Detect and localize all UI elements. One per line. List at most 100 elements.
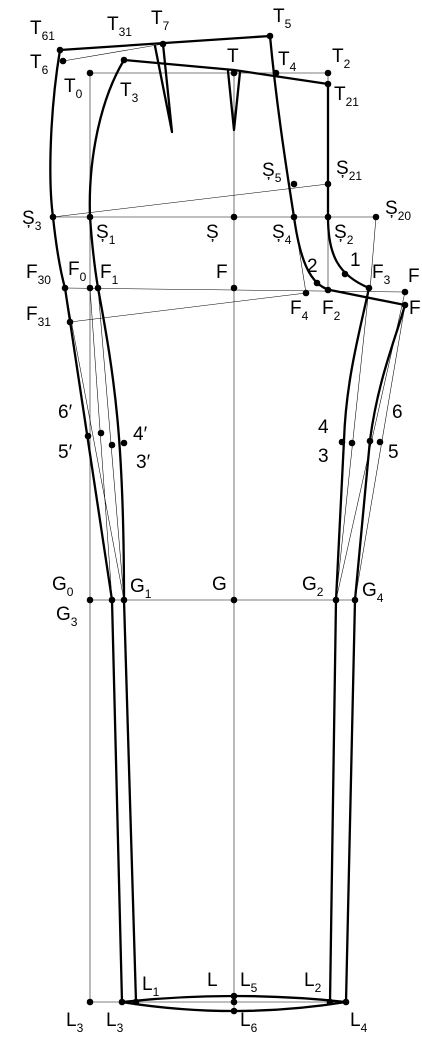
back-dart bbox=[153, 42, 174, 134]
point-g bbox=[230, 596, 238, 604]
label-g4: G4 bbox=[362, 580, 384, 605]
point-6-prime bbox=[97, 429, 105, 437]
label-t: T bbox=[227, 46, 239, 67]
back-side-seam bbox=[49, 48, 124, 1004]
point-3 bbox=[348, 439, 356, 447]
label-f3: F3 bbox=[372, 262, 391, 287]
label-l1: L1 bbox=[142, 974, 160, 999]
label-f1: F1 bbox=[100, 262, 119, 287]
label-s5: Ș5 bbox=[262, 160, 282, 185]
label-f4: F4 bbox=[290, 298, 309, 323]
point-t4 bbox=[272, 69, 280, 77]
label-f-right-upper: F bbox=[408, 266, 420, 287]
label-f2: F2 bbox=[322, 298, 341, 323]
label-4: 4 bbox=[318, 417, 329, 438]
label-g2: G2 bbox=[302, 574, 324, 599]
point-l4 bbox=[342, 998, 350, 1006]
label-6-prime: 6′ bbox=[58, 402, 73, 423]
guide-f31-slant bbox=[69, 292, 307, 323]
point-f1 bbox=[94, 284, 102, 292]
label-l3-left: L3 bbox=[66, 1010, 84, 1035]
label-4-prime: 4′ bbox=[133, 424, 148, 445]
point-t7 bbox=[159, 40, 167, 48]
label-t21: T21 bbox=[334, 84, 359, 109]
point-t0 bbox=[86, 69, 94, 77]
label-6: 6 bbox=[392, 402, 403, 423]
point-l3 bbox=[118, 998, 126, 1006]
point-t3 bbox=[120, 56, 128, 64]
label-3: 3 bbox=[318, 446, 329, 467]
label-s4: Ș4 bbox=[272, 222, 292, 247]
point-s5 bbox=[290, 180, 298, 188]
front-waist-line bbox=[122, 58, 330, 86]
point-labels: T61 T31 T7 T5 T6 T0 T3 T T4 T2 T21 Ș5 Ș2… bbox=[22, 6, 421, 1035]
label-g0: G0 bbox=[52, 574, 74, 599]
point-t bbox=[230, 69, 238, 77]
point-1 bbox=[341, 270, 349, 278]
point-6 bbox=[366, 437, 374, 445]
label-t7: T7 bbox=[151, 8, 170, 33]
point-s20 bbox=[372, 213, 380, 221]
label-t2: T2 bbox=[332, 46, 351, 71]
point-4 bbox=[338, 438, 346, 446]
point-f30 bbox=[61, 284, 69, 292]
point-f3 bbox=[365, 284, 373, 292]
front-side-seam bbox=[88, 58, 138, 1004]
label-g: G bbox=[212, 574, 227, 595]
label-g1: G1 bbox=[130, 576, 152, 601]
point-t61 bbox=[56, 46, 64, 54]
guide-seat-slant bbox=[52, 183, 329, 218]
label-s1: Ș1 bbox=[96, 222, 116, 247]
point-l1 bbox=[132, 998, 140, 1006]
point-f0 bbox=[86, 284, 94, 292]
label-s20: Ș20 bbox=[385, 198, 411, 223]
point-t2 bbox=[324, 69, 332, 77]
point-l bbox=[230, 998, 238, 1006]
point-s bbox=[230, 213, 238, 221]
label-t61: T61 bbox=[30, 18, 55, 43]
point-f-right-lower bbox=[401, 301, 409, 309]
label-3-prime: 3′ bbox=[136, 452, 151, 473]
point-4-prime bbox=[120, 439, 128, 447]
label-1: 1 bbox=[350, 250, 361, 271]
label-l: L bbox=[207, 970, 218, 991]
label-t5: T5 bbox=[273, 6, 292, 31]
label-f-right-lower: F bbox=[409, 298, 421, 319]
front-fly-and-inseam bbox=[326, 82, 371, 1004]
guide-f-g4 bbox=[354, 304, 406, 601]
back-crotch-and-inseam bbox=[268, 34, 407, 1004]
label-2: 2 bbox=[307, 256, 318, 277]
point-l5 bbox=[230, 992, 238, 1000]
label-l4: L4 bbox=[350, 1010, 368, 1035]
label-t31: T31 bbox=[107, 14, 132, 39]
label-s: Ș bbox=[206, 222, 219, 243]
point-t5 bbox=[266, 32, 274, 40]
label-t6: T6 bbox=[30, 52, 49, 77]
label-t4: T4 bbox=[278, 49, 297, 74]
point-s4 bbox=[290, 213, 298, 221]
label-f31: F31 bbox=[26, 304, 51, 329]
point-l2 bbox=[326, 998, 334, 1006]
point-s1 bbox=[86, 213, 94, 221]
point-5-prime bbox=[84, 432, 92, 440]
point-s2 bbox=[324, 213, 332, 221]
guide-s20-down bbox=[369, 216, 377, 291]
point-g0 bbox=[86, 596, 94, 604]
point-g4 bbox=[351, 596, 359, 604]
label-s2: Ș2 bbox=[334, 222, 354, 247]
point-g3 bbox=[108, 596, 116, 604]
point-t6 bbox=[59, 57, 67, 65]
label-f30: F30 bbox=[26, 262, 51, 287]
point-2 bbox=[313, 279, 321, 287]
label-l2: L2 bbox=[304, 970, 322, 995]
point-s21 bbox=[324, 180, 332, 188]
construction-points bbox=[49, 32, 409, 1015]
label-f0: F0 bbox=[68, 259, 87, 284]
point-f-right-upper bbox=[401, 288, 409, 296]
guide-top-t6-t7 bbox=[62, 43, 164, 62]
point-5 bbox=[376, 438, 384, 446]
label-l3-right: L3 bbox=[106, 1010, 124, 1035]
label-l6: L6 bbox=[240, 1010, 258, 1035]
label-5: 5 bbox=[388, 442, 399, 463]
